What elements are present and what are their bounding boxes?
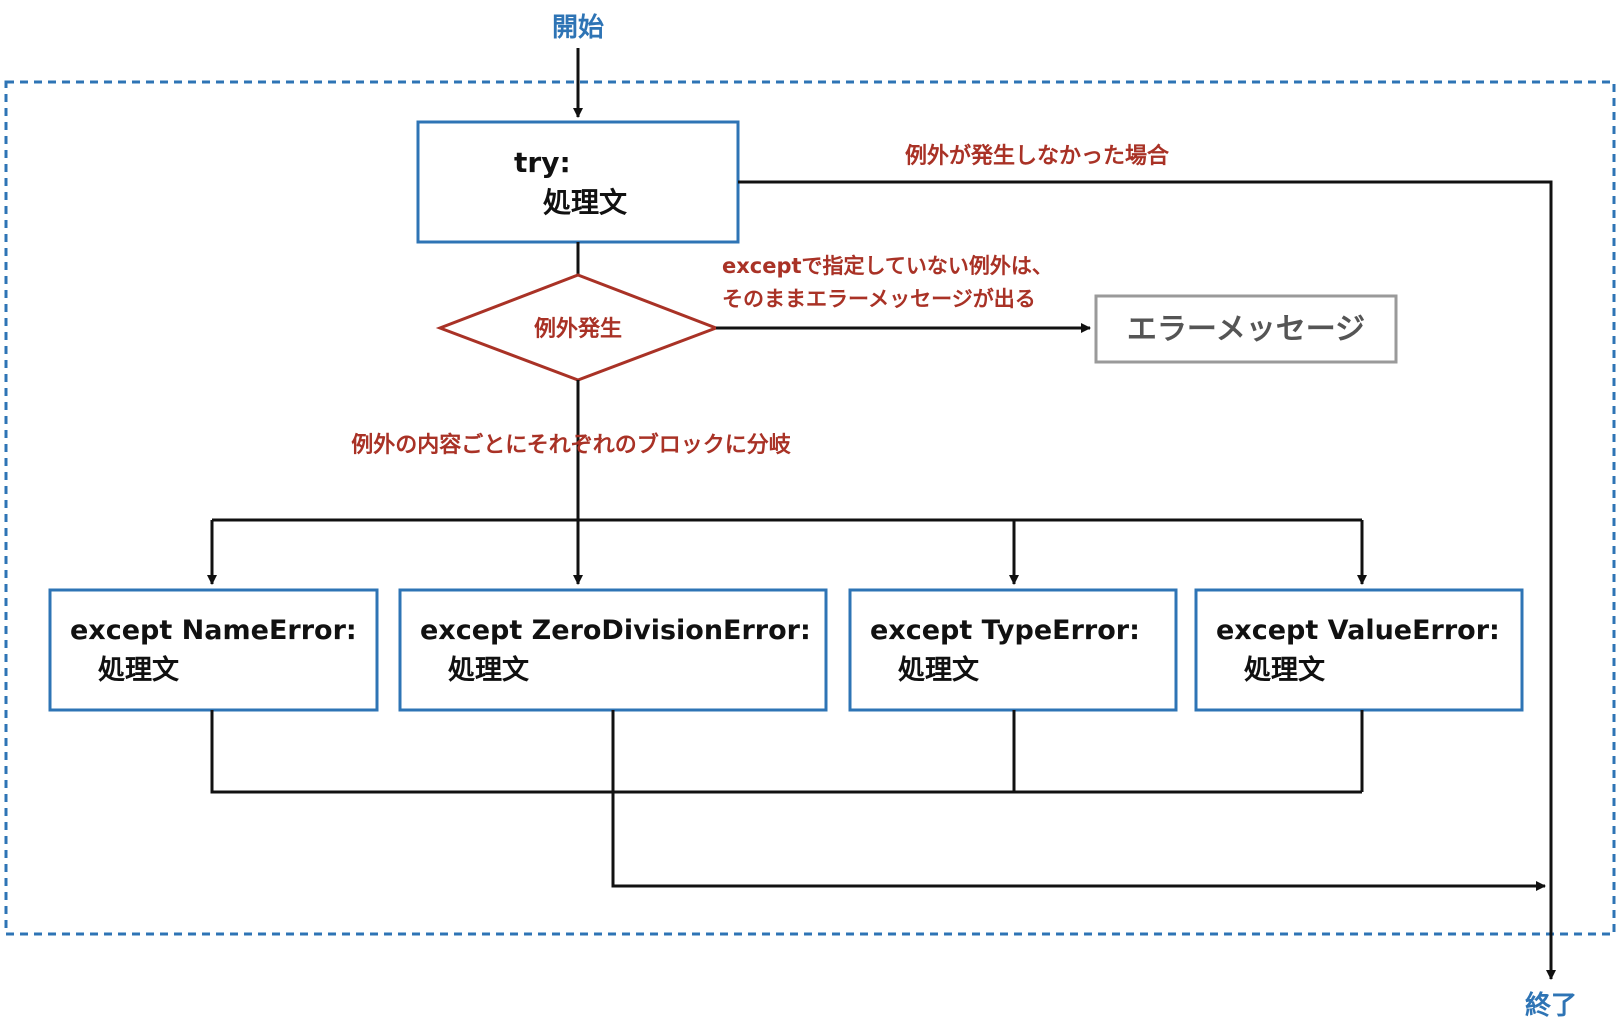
try-block	[416, 120, 740, 244]
except-block-typeerror	[848, 588, 1178, 712]
no-exception-path	[738, 180, 1556, 980]
except-body-zerodivisionerror: 処理文	[448, 654, 530, 686]
unhandled-note-line1: exceptで指定していない例外は、	[722, 254, 1053, 278]
error-message-label: エラーメッセージ	[1127, 312, 1365, 347]
merge-line-nameerror	[210, 710, 1362, 794]
exception-diamond-label: 例外発生	[534, 316, 622, 342]
try-keyword: try:	[514, 146, 571, 179]
try-body: 処理文	[543, 186, 627, 219]
except-body-nameerror: 処理文	[98, 654, 180, 686]
error-message-box	[1094, 294, 1398, 364]
except-header-valueerror: except ValueError:	[1216, 615, 1500, 646]
unhandled-note-line2: そのままエラーメッセージが出る	[722, 287, 1036, 311]
except-body-valueerror: 処理文	[1244, 654, 1326, 686]
except-block-zerodivisionerror	[398, 588, 828, 712]
except-body-typeerror: 処理文	[898, 654, 980, 686]
start-label: 開始	[552, 13, 604, 43]
except-header-typeerror: except TypeError:	[870, 615, 1140, 646]
try-scope-boundary	[4, 80, 1616, 936]
no-exception-label: 例外が発生しなかった場合	[905, 143, 1170, 169]
except-block-valueerror	[1194, 588, 1524, 712]
except-header-zerodivisionerror: except ZeroDivisionError:	[420, 615, 811, 646]
end-label: 終了	[1525, 990, 1577, 1021]
except-header-nameerror: except NameError:	[70, 615, 357, 646]
branch-label: 例外の内容ごとにそれぞれのブロックに分岐	[351, 432, 792, 458]
except-block-nameerror	[48, 588, 379, 712]
merge-path-to-end	[611, 710, 1546, 891]
